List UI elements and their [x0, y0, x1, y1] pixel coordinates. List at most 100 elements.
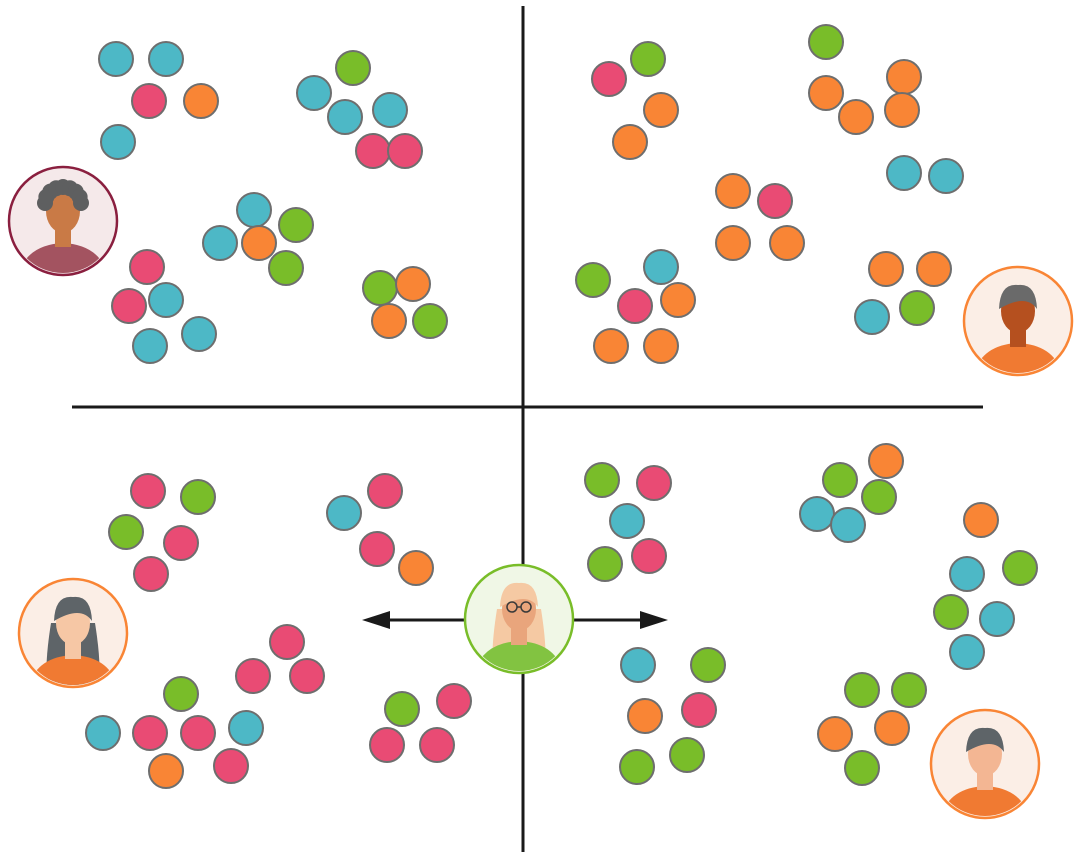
orange-dot	[818, 717, 852, 751]
orange-dot	[869, 252, 903, 286]
pink-dot	[214, 749, 248, 783]
orange-dot	[242, 226, 276, 260]
green-dot	[631, 42, 665, 76]
teal-dot	[237, 193, 271, 227]
orange-dot	[964, 503, 998, 537]
pink-dot	[618, 289, 652, 323]
teal-dot	[133, 329, 167, 363]
orange-dot	[661, 283, 695, 317]
teal-dot	[328, 100, 362, 134]
pink-dot	[437, 684, 471, 718]
pink-dot	[758, 184, 792, 218]
green-dot	[576, 263, 610, 297]
pink-dot	[164, 526, 198, 560]
teal-dot	[887, 156, 921, 190]
green-dot	[823, 463, 857, 497]
pink-dot	[132, 84, 166, 118]
orange-dot	[887, 60, 921, 94]
orange-dot	[885, 93, 919, 127]
orange-dot	[644, 329, 678, 363]
pink-dot	[130, 250, 164, 284]
orange-dot	[716, 226, 750, 260]
green-dot	[892, 673, 926, 707]
teal-dot	[101, 125, 135, 159]
orange-dot	[917, 252, 951, 286]
teal-dot	[297, 76, 331, 110]
orange-dot	[716, 174, 750, 208]
pink-dot	[290, 659, 324, 693]
green-dot	[109, 515, 143, 549]
orange-dot	[869, 444, 903, 478]
pink-dot	[131, 474, 165, 508]
pink-dot	[420, 728, 454, 762]
pink-dot	[133, 716, 167, 750]
green-dot	[670, 738, 704, 772]
green-dot	[585, 463, 619, 497]
orange-dot	[875, 711, 909, 745]
green-dot	[620, 750, 654, 784]
green-dot	[363, 271, 397, 305]
pink-dot	[682, 693, 716, 727]
teal-dot	[229, 711, 263, 745]
pink-dot	[134, 557, 168, 591]
pink-dot	[360, 532, 394, 566]
green-dot	[934, 595, 968, 629]
green-dot	[845, 751, 879, 785]
pink-dot	[181, 716, 215, 750]
orange-dot	[644, 93, 678, 127]
pink-dot	[236, 659, 270, 693]
orange-dot	[399, 551, 433, 585]
green-dot	[809, 25, 843, 59]
green-dot	[1003, 551, 1037, 585]
teal-dot	[373, 93, 407, 127]
orange-dot	[594, 329, 628, 363]
pink-dot	[368, 474, 402, 508]
orange-dot	[809, 76, 843, 110]
teal-dot	[149, 283, 183, 317]
orange-dot	[613, 125, 647, 159]
teal-dot	[203, 226, 237, 260]
green-dot	[269, 251, 303, 285]
green-dot	[900, 291, 934, 325]
teal-dot	[644, 250, 678, 284]
teal-dot	[182, 317, 216, 351]
teal-dot	[610, 504, 644, 538]
pink-dot	[112, 289, 146, 323]
bottom-left-avatar	[19, 579, 127, 693]
orange-dot	[770, 226, 804, 260]
green-dot	[181, 480, 215, 514]
green-dot	[691, 648, 725, 682]
top-left-avatar	[9, 167, 117, 281]
green-dot	[413, 304, 447, 338]
green-dot	[845, 673, 879, 707]
teal-dot	[929, 159, 963, 193]
teal-dot	[86, 716, 120, 750]
bottom-right-avatar	[931, 710, 1039, 824]
teal-dot	[980, 602, 1014, 636]
green-dot	[336, 51, 370, 85]
pink-dot	[270, 625, 304, 659]
orange-dot	[628, 699, 662, 733]
arrow-left-head	[362, 611, 390, 629]
pink-dot	[370, 728, 404, 762]
pink-dot	[637, 466, 671, 500]
pink-dot	[356, 134, 390, 168]
teal-dot	[800, 497, 834, 531]
orange-dot	[184, 84, 218, 118]
green-dot	[164, 677, 198, 711]
orange-dot	[396, 267, 430, 301]
orange-dot	[839, 100, 873, 134]
green-dot	[588, 547, 622, 581]
green-dot	[385, 692, 419, 726]
green-dot	[862, 480, 896, 514]
avatars	[9, 167, 1072, 824]
teal-dot	[950, 557, 984, 591]
teal-dot	[831, 508, 865, 542]
pink-dot	[632, 539, 666, 573]
orange-dot	[149, 754, 183, 788]
teal-dot	[621, 648, 655, 682]
orange-dot	[372, 304, 406, 338]
top-right-avatar	[964, 267, 1072, 381]
pink-dot	[388, 134, 422, 168]
